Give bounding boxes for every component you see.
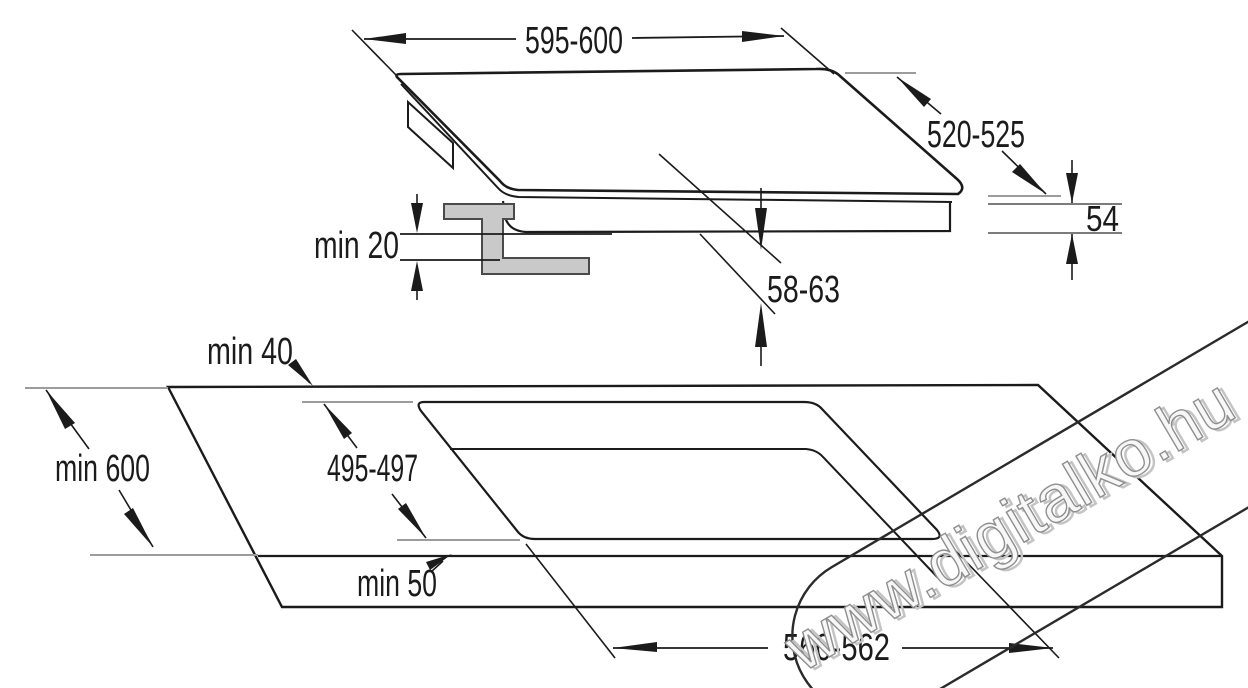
arrow-down-icon bbox=[1066, 173, 1078, 203]
watermark-border bbox=[791, 280, 1248, 688]
arrow-left-icon bbox=[613, 642, 657, 652]
hob-body-height-label: 54 bbox=[1086, 198, 1119, 239]
dim-front-clearance bbox=[426, 554, 452, 573]
install-depth-label: 58-63 bbox=[767, 269, 840, 311]
dim-worktop-depth bbox=[25, 387, 258, 556]
worktop-slab bbox=[166, 383, 1224, 609]
cutout-depth-label: 495-497 bbox=[327, 448, 418, 490]
clearance-below-label: min 20 bbox=[314, 225, 399, 267]
arrow-down-right-icon bbox=[124, 508, 153, 547]
back-clearance-label: min 40 bbox=[207, 331, 293, 373]
dim-hob-width bbox=[351, 27, 835, 76]
front-clearance-label: min 50 bbox=[357, 563, 437, 605]
arrow-down-icon bbox=[411, 203, 423, 233]
worktop-depth-label: min 600 bbox=[55, 448, 150, 490]
dim-hob-depth bbox=[845, 72, 1061, 197]
dimension-labels: 595-600 520-525 54 min 20 58-63 min 40 m… bbox=[55, 20, 1119, 669]
cutout-width-label: 560-562 bbox=[783, 627, 890, 669]
hob-width-label: 595-600 bbox=[525, 20, 623, 62]
hob-left-side-tab bbox=[407, 99, 454, 171]
arrow-up-left-icon bbox=[46, 390, 75, 429]
arrow-down-right-icon bbox=[288, 359, 313, 386]
arrow-down-right-icon bbox=[1012, 164, 1046, 194]
dim-install-depth bbox=[658, 153, 782, 366]
arrow-down-right-icon bbox=[398, 503, 426, 538]
hob-glass-top bbox=[395, 67, 964, 196]
cutout-bottom-rim bbox=[450, 448, 942, 582]
hob-top-view bbox=[351, 27, 1122, 366]
arrow-right-icon bbox=[742, 31, 784, 42]
hob-housing bbox=[501, 200, 952, 234]
dim-hob-body-height bbox=[988, 160, 1122, 280]
arrow-up-icon bbox=[1066, 234, 1078, 264]
arrow-up-left-icon bbox=[897, 77, 931, 107]
arrow-up-right-icon bbox=[426, 554, 452, 570]
mounting-bracket bbox=[443, 203, 590, 275]
arrow-up-left-icon bbox=[324, 404, 352, 439]
dim-cutout-width bbox=[525, 543, 1060, 659]
arrow-up-icon bbox=[755, 303, 767, 347]
dim-back-clearance bbox=[288, 359, 313, 386]
cutout-rim bbox=[417, 400, 941, 541]
dim-clearance-below bbox=[400, 194, 612, 300]
arrow-left-icon bbox=[364, 33, 406, 44]
arrow-right-icon bbox=[1009, 643, 1053, 653]
hob-depth-label: 520-525 bbox=[927, 114, 1025, 156]
worktop-view bbox=[25, 359, 1224, 659]
hob-glass-thickness-edge bbox=[400, 83, 953, 203]
arrow-up-icon bbox=[411, 261, 423, 291]
watermark-text: www.digitalko.hu bbox=[771, 363, 1247, 685]
dim-cutout-depth bbox=[302, 401, 520, 541]
arrow-down-icon bbox=[755, 208, 767, 250]
